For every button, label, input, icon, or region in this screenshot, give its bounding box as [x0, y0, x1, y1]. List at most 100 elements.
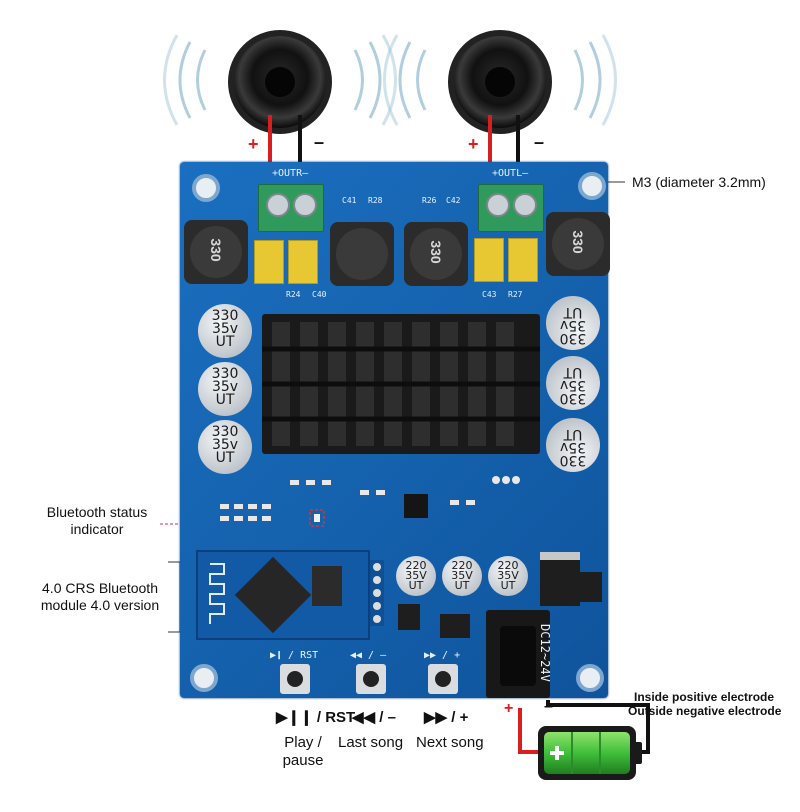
battery-icon: [538, 726, 642, 780]
left-speaker-icon: [228, 30, 332, 134]
silk-out-right: +OUTR–: [272, 168, 309, 179]
right-minus-mark: –: [534, 132, 545, 152]
bt-status-led-highlight: [309, 509, 325, 527]
left-sound-waves: [163, 34, 397, 126]
mount-hole-top-right: [578, 172, 606, 200]
film-cap-2: [288, 240, 318, 284]
play-pause-legend: ▶❙❙ / RST: [276, 708, 355, 726]
silk-r27: R27: [508, 290, 523, 299]
terminal-screw-icon: [266, 193, 290, 217]
play-pause-silk: / RST: [316, 709, 356, 726]
silk-next: ▶▶ / +: [424, 650, 461, 661]
inductor-3: 330: [404, 222, 468, 286]
bt-status-line2: indicator: [70, 521, 124, 537]
last-song-caption: Last song: [338, 734, 404, 751]
left-plus-mark: +: [248, 134, 259, 154]
play-pause-caption: Play /pause: [282, 734, 324, 769]
dc-plus-mark: +: [504, 700, 514, 717]
smd-components: [220, 476, 520, 527]
cap-text-2: 35v: [211, 321, 239, 337]
inductor-value: 330: [428, 240, 444, 264]
inductor-value: 330: [208, 238, 224, 262]
inductor-4: 330: [546, 212, 610, 276]
silk-prev: ◀◀ / –: [350, 650, 387, 661]
speakers-graphic: [163, 30, 617, 134]
left-speaker-terminal: [258, 184, 324, 232]
bluetooth-module: [196, 550, 370, 640]
rewind-icon: ◀◀: [352, 709, 376, 726]
play-pause-button[interactable]: [280, 664, 310, 694]
last-song-silk: / –: [379, 709, 396, 726]
play-pause-icon: ▶❙❙: [276, 709, 313, 726]
terminal-screw-icon: [486, 193, 510, 217]
silk-c41: C41: [342, 196, 357, 205]
heatsink: [262, 314, 540, 454]
electrode-inside-annotation: Inside positive electrode: [634, 690, 775, 704]
terminal-screw-icon: [293, 193, 317, 217]
silk-play-rst: ▶❙ / RST: [270, 650, 319, 661]
inductor-value: 330: [570, 230, 586, 254]
fast-forward-icon: ▶▶: [424, 709, 448, 726]
next-song-legend: ▶▶ / +: [424, 708, 468, 726]
next-song-button[interactable]: [428, 664, 458, 694]
silk-c42: C42: [446, 196, 461, 205]
electrode-outside-annotation: Outside negative electrode: [628, 704, 782, 718]
mount-hole-bottom-right: [576, 664, 604, 692]
mount-hole-bottom-left: [190, 664, 218, 692]
bt-module-annotation: 4.0 CRS Bluetooth module 4.0 version: [36, 580, 164, 614]
pin-header: [370, 560, 384, 626]
silk-r26: R26: [422, 196, 437, 205]
bt-chip: [234, 556, 312, 634]
left-minus-mark: –: [314, 132, 325, 152]
right-speaker-terminal: [478, 184, 544, 232]
silk-c40: C40: [312, 290, 327, 299]
bt-flash-chip: [312, 566, 342, 606]
regulator-1: [540, 552, 580, 606]
bt-module-bracket: [168, 561, 181, 633]
inductor-2: [330, 222, 394, 286]
dc-power-jack: [486, 610, 550, 698]
silk-r24: R24: [286, 290, 301, 299]
bt-status-led: [314, 514, 320, 522]
silk-dc-voltage: DC12~24V: [538, 624, 552, 682]
terminal-screw-icon: [513, 193, 537, 217]
mount-hole-top-left: [192, 174, 220, 202]
silk-c43: C43: [482, 290, 497, 299]
silk-r28: R28: [368, 196, 383, 205]
next-song-caption: Next song: [416, 734, 484, 751]
mount-hole-annotation: M3 (diameter 3.2mm): [632, 174, 766, 190]
diode-1: [580, 572, 602, 602]
film-cap-1: [254, 240, 284, 284]
right-sound-waves: [383, 34, 617, 126]
silk-out-left: +OUTL–: [492, 168, 529, 179]
film-cap-4: [508, 238, 538, 282]
battery-plus-icon: [550, 746, 564, 760]
film-cap-3: [474, 238, 504, 282]
right-plus-mark: +: [468, 134, 479, 154]
cap-text-1: 330: [211, 308, 239, 324]
bt-status-line1: Bluetooth status: [46, 504, 148, 520]
inductor-1: 330: [184, 220, 248, 284]
last-song-button[interactable]: [356, 664, 386, 694]
dc-minus-mark: –: [544, 698, 553, 715]
battery-wire-negative: [546, 700, 650, 754]
bt-status-annotation: Bluetooth status indicator: [38, 504, 156, 538]
bt-antenna-icon: [209, 563, 225, 624]
diode-2: [398, 604, 420, 630]
last-song-legend: ◀◀ / –: [352, 708, 396, 726]
bt-module-line2: module 4.0 version: [40, 597, 160, 613]
cap-text-3: UT: [215, 334, 235, 350]
next-song-silk: / +: [451, 709, 469, 726]
battery-wire-positive: [518, 708, 538, 754]
bt-module-line1: 4.0 CRS Bluetooth: [42, 580, 158, 596]
diode-3: [440, 614, 470, 638]
